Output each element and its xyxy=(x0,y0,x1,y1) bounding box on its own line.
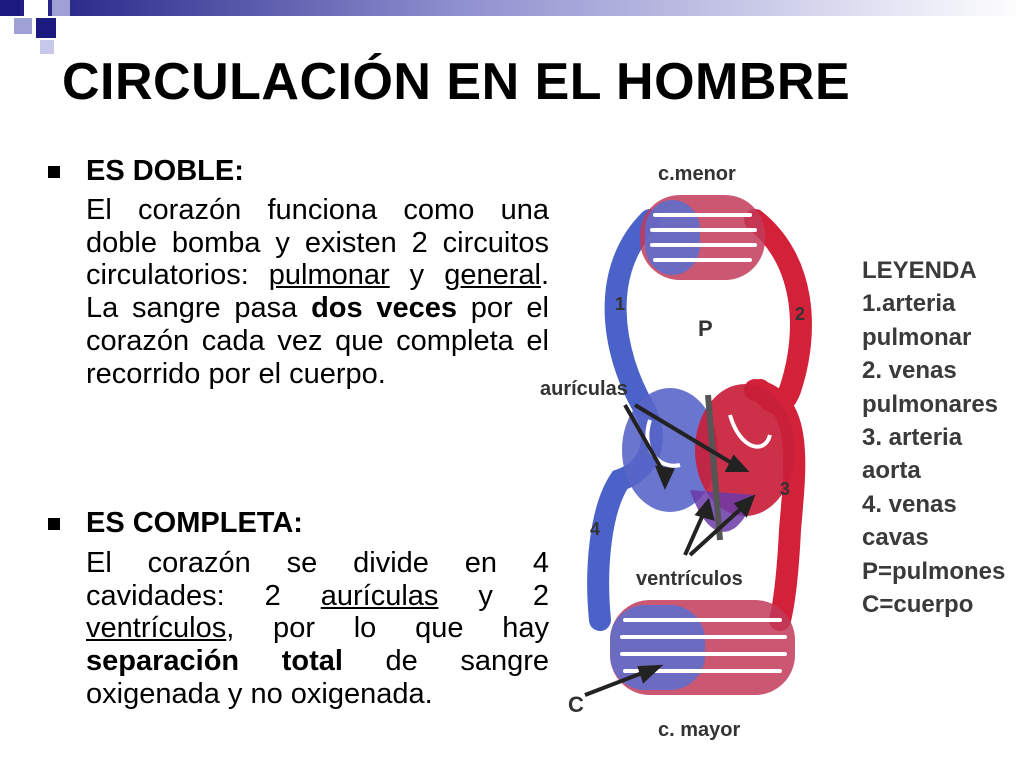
deco-square xyxy=(0,0,20,16)
label-cuerpo: C xyxy=(568,692,584,717)
label-4: 4 xyxy=(590,519,600,539)
title-gradient-bar xyxy=(0,0,1024,16)
bold-term: dos veces xyxy=(311,292,458,325)
text-run: y xyxy=(389,259,445,292)
diagram-legend: LEYENDA 1.arteria pulmonar 2. venas pulmona… xyxy=(862,254,1005,621)
text-run: y 2 xyxy=(438,579,549,612)
text-run: . La sangre pasa xyxy=(86,259,549,325)
deco-square xyxy=(52,0,70,16)
legend-line: pulmonares xyxy=(862,390,999,418)
deco-square xyxy=(40,40,54,54)
label-pulmones: P xyxy=(698,316,713,341)
label-circulacion-mayor: c. mayor xyxy=(658,719,740,741)
legend-line: C=cuerpo xyxy=(862,591,974,619)
label-1: 1 xyxy=(615,294,625,314)
section-paragraph: El corazón se divide en 4 cavidades: 2 a… xyxy=(86,547,549,711)
text-run: de sangre oxigenada y no oxigenada. xyxy=(86,645,549,710)
text-run: El corazón se divide en 4 cavidades: 2 xyxy=(86,547,549,612)
title-decoration xyxy=(0,0,1024,54)
deco-square xyxy=(36,18,56,38)
legend-title: LEYENDA xyxy=(862,257,977,284)
text-run: por el corazón cada vez que completa el … xyxy=(86,292,549,390)
deco-square xyxy=(14,18,32,34)
heart xyxy=(622,384,795,541)
text-run: El corazón funciona como una doble bomba… xyxy=(86,194,549,292)
bullet-square-icon xyxy=(48,517,60,530)
label-3: 3 xyxy=(780,479,790,499)
underlined-term: pulmonar xyxy=(268,259,390,292)
bullet-es-completa: ES COMPLETA: xyxy=(48,507,303,540)
label-ventriculos: ventrículos xyxy=(636,568,743,590)
label-2: 2 xyxy=(795,304,805,324)
bullet-square-icon xyxy=(48,165,60,178)
section-heading: ES DOBLE: xyxy=(86,155,244,187)
pointer-arrows xyxy=(584,403,756,697)
circulation-diagram: c.menor P 1 2 3 4 aurículas ventrículos … xyxy=(540,163,812,741)
underlined-term: aurículas xyxy=(320,579,439,612)
bold-term: separación total xyxy=(86,645,343,678)
lung-capillary-bed xyxy=(640,195,765,280)
legend-line: pulmonar xyxy=(862,323,972,351)
legend-line: 1.arteria xyxy=(862,290,956,318)
legend-line: 2. venas xyxy=(862,357,957,385)
underlined-term: ventrículos xyxy=(86,612,227,645)
bullet-es-doble: ES DOBLE: xyxy=(48,155,244,188)
text-run: , por lo que hay xyxy=(226,612,549,645)
section-paragraph: El corazón funciona como una doble bomba… xyxy=(86,194,549,390)
label-auriculas: aurículas xyxy=(540,378,628,400)
slide-title: CIRCULACIÓN EN EL HOMBRE xyxy=(62,53,851,111)
deco-square xyxy=(24,0,48,16)
legend-line: 3. arteria xyxy=(862,424,963,452)
underlined-term: general xyxy=(444,259,541,292)
legend-line: 4. venas xyxy=(862,490,957,518)
legend-line: cavas xyxy=(862,524,929,552)
label-circulacion-menor: c.menor xyxy=(658,163,736,185)
legend-line: aorta xyxy=(862,457,921,485)
body-capillary-bed xyxy=(610,600,795,695)
legend-line: P=pulmones xyxy=(862,557,1006,585)
section-heading: ES COMPLETA: xyxy=(86,507,303,539)
